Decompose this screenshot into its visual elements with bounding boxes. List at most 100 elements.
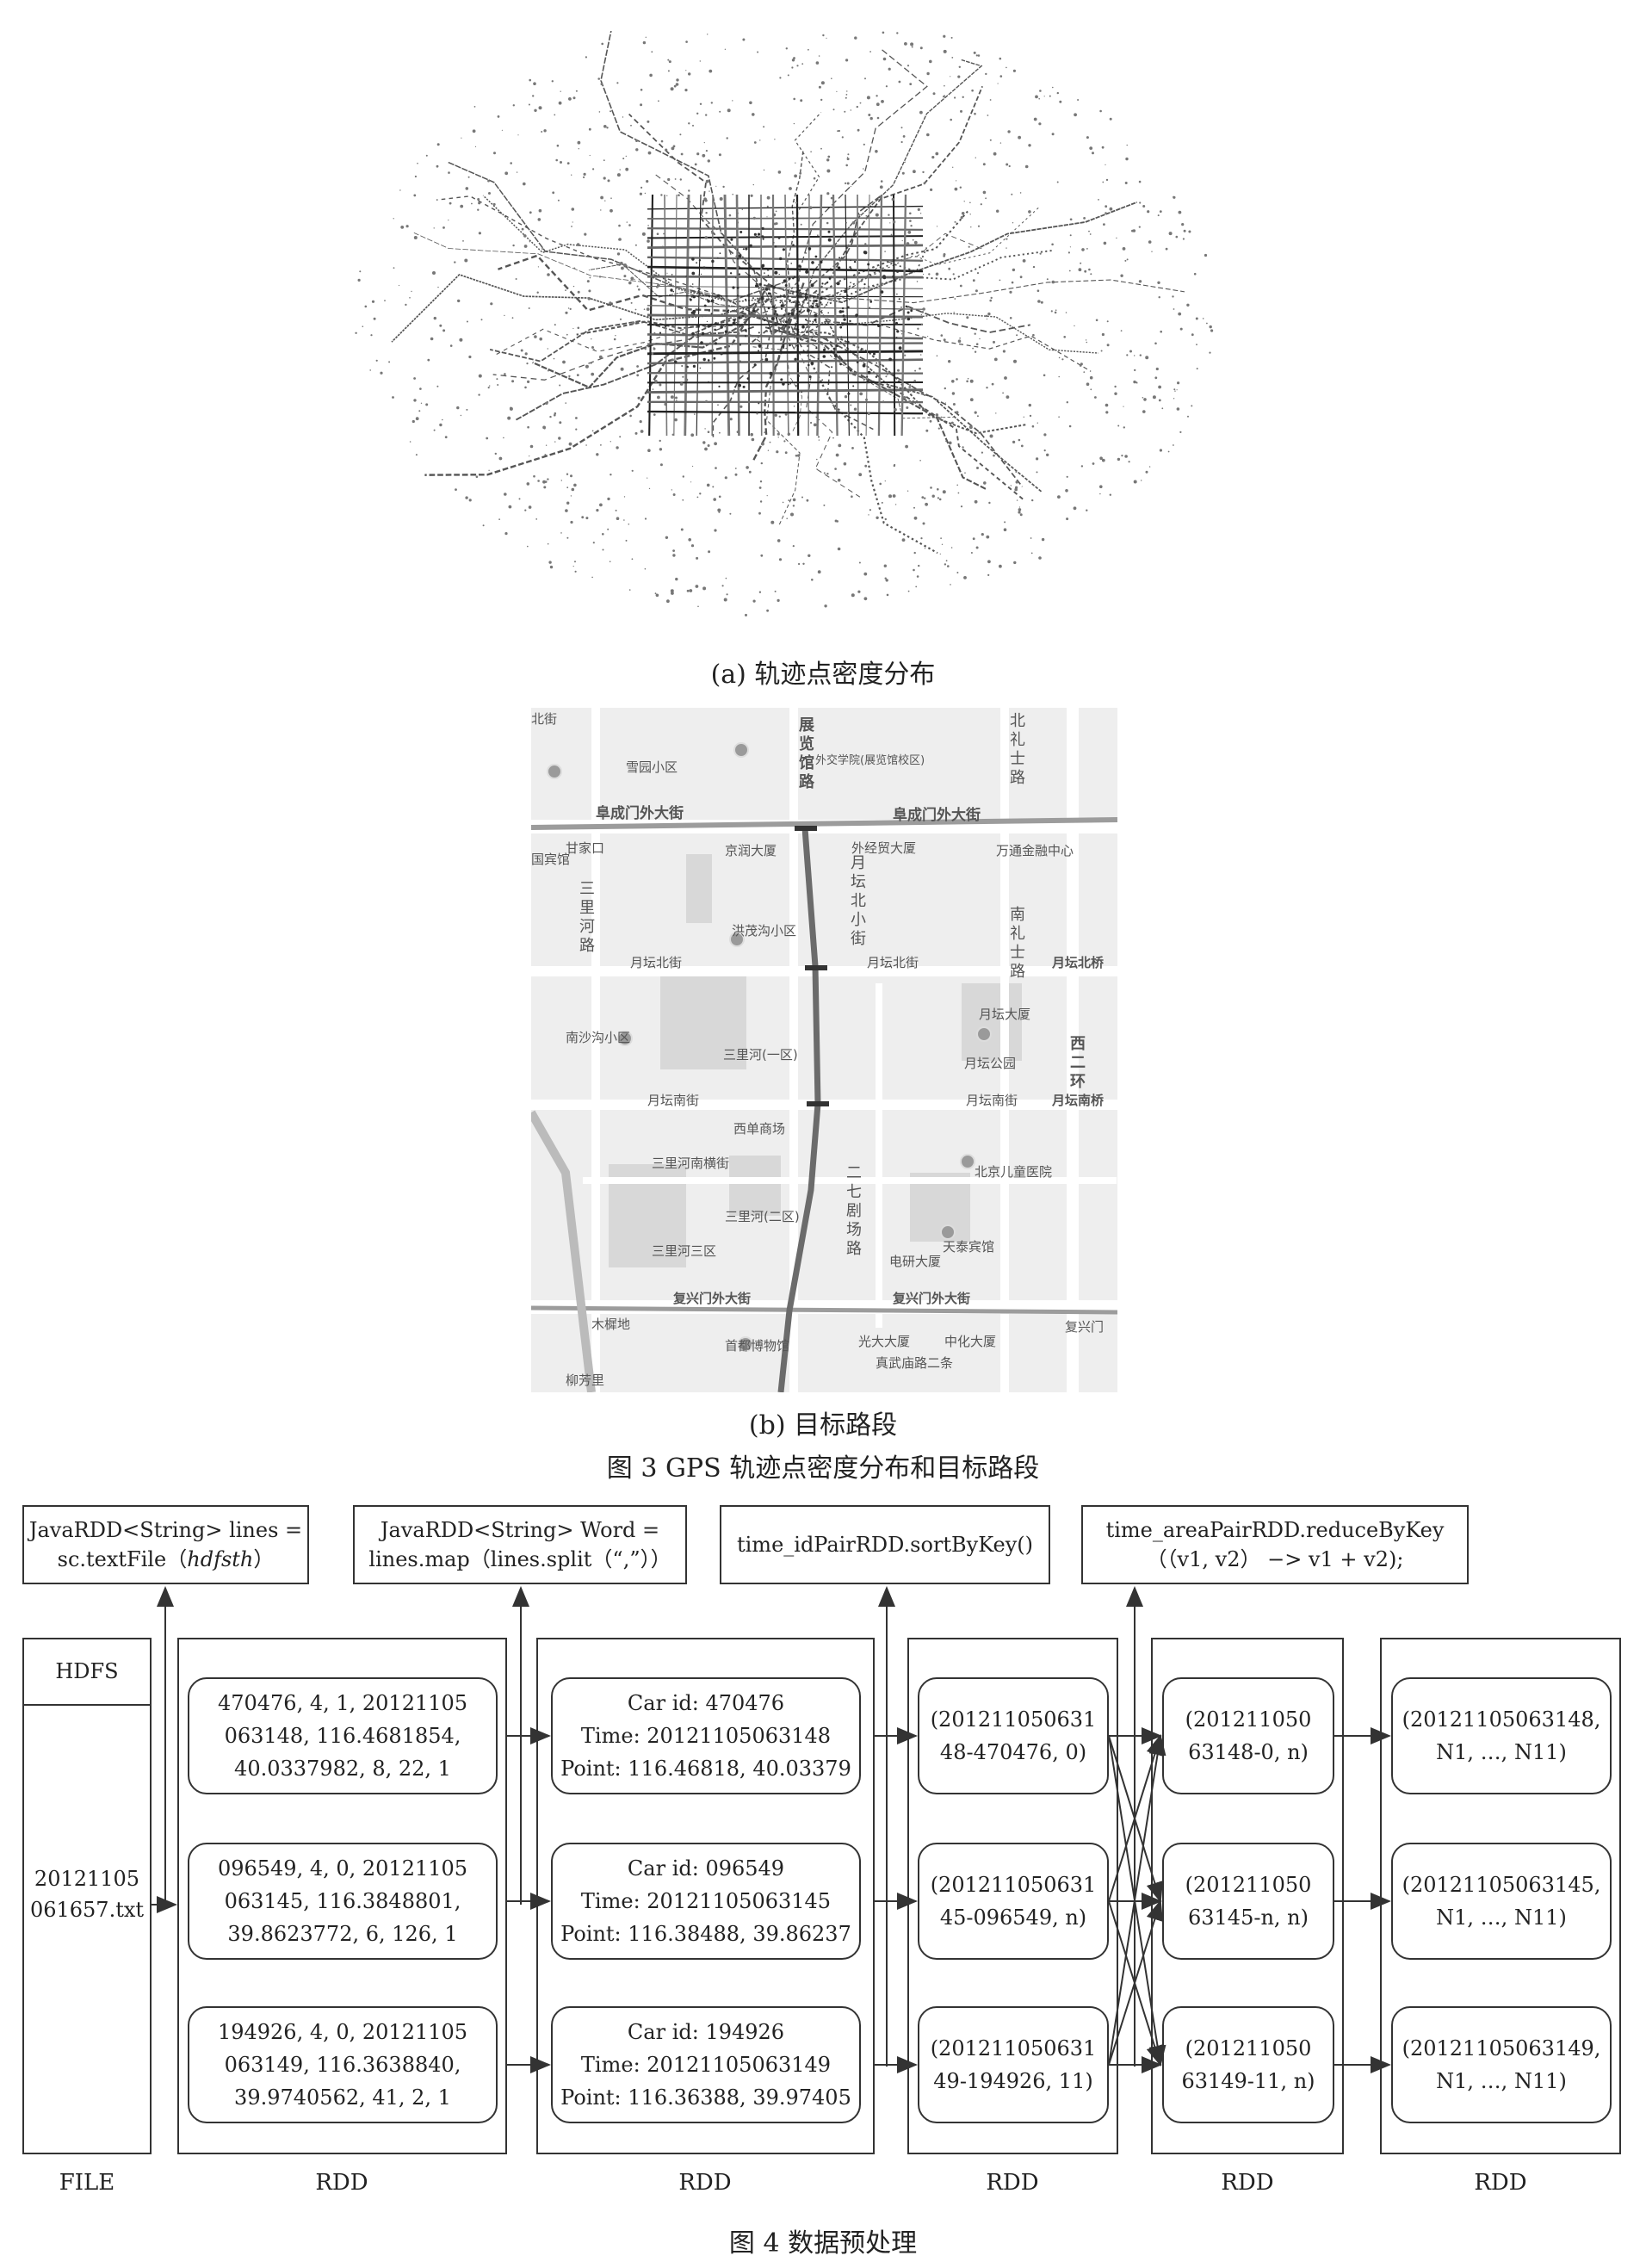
map-label: 洪茂沟小区 — [732, 923, 797, 939]
density-point — [824, 604, 827, 608]
density-point — [653, 413, 656, 416]
density-point — [640, 430, 644, 433]
density-point — [526, 482, 530, 486]
density-point — [442, 329, 446, 332]
density-point — [898, 80, 901, 84]
map-label: 北街 — [531, 711, 558, 727]
density-point — [1012, 268, 1016, 272]
density-point — [796, 65, 799, 67]
density-trace — [647, 388, 924, 394]
density-point — [1069, 234, 1072, 237]
density-point — [804, 295, 808, 300]
density-point — [558, 437, 561, 440]
density-point — [1161, 407, 1164, 410]
density-point — [886, 373, 888, 375]
density-point — [995, 412, 997, 414]
density-point — [1124, 182, 1128, 184]
density-point — [460, 204, 464, 208]
density-point — [869, 509, 872, 511]
density-point — [590, 362, 592, 364]
density-point — [795, 411, 797, 413]
density-point — [1066, 401, 1068, 404]
density-point — [746, 377, 750, 380]
density-point — [1099, 485, 1103, 488]
density-point — [412, 419, 415, 424]
density-point — [1038, 556, 1042, 560]
density-point — [1105, 178, 1109, 182]
density-point — [592, 542, 595, 544]
density-point — [935, 413, 939, 417]
density-point — [922, 170, 925, 174]
density-point — [583, 172, 586, 176]
density-point — [851, 221, 856, 225]
density-point — [1176, 407, 1180, 411]
density-point — [679, 382, 684, 386]
poi-marker — [617, 1031, 633, 1046]
density-point — [646, 180, 649, 183]
density-point — [948, 360, 951, 363]
density-point — [783, 314, 785, 317]
density-point — [775, 317, 777, 319]
density-point — [631, 469, 634, 472]
density-point — [910, 309, 913, 313]
density-point — [957, 75, 961, 78]
density-point — [742, 248, 745, 251]
density-point — [607, 497, 610, 501]
density-point — [759, 139, 761, 141]
density-point — [866, 375, 869, 378]
density-point — [671, 146, 675, 151]
density-point — [993, 340, 995, 344]
density-point — [626, 221, 628, 223]
density-point — [1168, 232, 1173, 236]
density-point — [944, 402, 946, 404]
density-point — [901, 538, 906, 542]
density-point — [783, 440, 786, 443]
arrow-shuffle — [1108, 1734, 1163, 1902]
density-point — [651, 352, 654, 356]
map-label: 三里河三区 — [652, 1243, 717, 1259]
density-point — [974, 411, 977, 414]
density-point — [1066, 517, 1069, 521]
density-point — [1165, 247, 1168, 251]
density-point — [1043, 449, 1046, 452]
density-point — [814, 313, 818, 318]
density-point — [770, 301, 772, 303]
density-point — [898, 346, 902, 350]
density-point — [574, 561, 576, 563]
density-point — [1174, 390, 1176, 392]
density-point — [750, 432, 753, 437]
density-point — [780, 304, 784, 307]
sanlihe-curve — [531, 1110, 596, 1392]
density-point — [719, 110, 721, 113]
density-point — [1056, 181, 1059, 183]
density-point — [1086, 509, 1088, 511]
density-point — [876, 516, 879, 519]
density-point — [684, 89, 688, 92]
density-point — [808, 247, 812, 251]
density-point — [436, 164, 439, 168]
density-point — [629, 414, 632, 418]
density-point — [792, 277, 795, 280]
map-label: 三里河南横街 — [652, 1156, 730, 1171]
density-point — [921, 311, 925, 313]
density-point — [816, 305, 820, 308]
density-point — [821, 282, 824, 285]
density-point — [584, 232, 587, 236]
density-point — [728, 214, 732, 217]
density-point — [882, 31, 885, 34]
density-point — [846, 340, 850, 344]
density-point — [987, 560, 991, 564]
density-point — [974, 499, 978, 504]
density-point — [900, 140, 903, 144]
density-point — [831, 366, 833, 369]
density-point — [1106, 320, 1109, 323]
density-point — [834, 468, 837, 470]
density-point — [493, 152, 496, 155]
map-label: 复兴门 — [1065, 1319, 1105, 1335]
density-point — [815, 292, 817, 294]
density-point — [620, 367, 624, 371]
density-point — [577, 290, 580, 294]
density-point — [837, 130, 839, 133]
density-point — [739, 344, 741, 346]
